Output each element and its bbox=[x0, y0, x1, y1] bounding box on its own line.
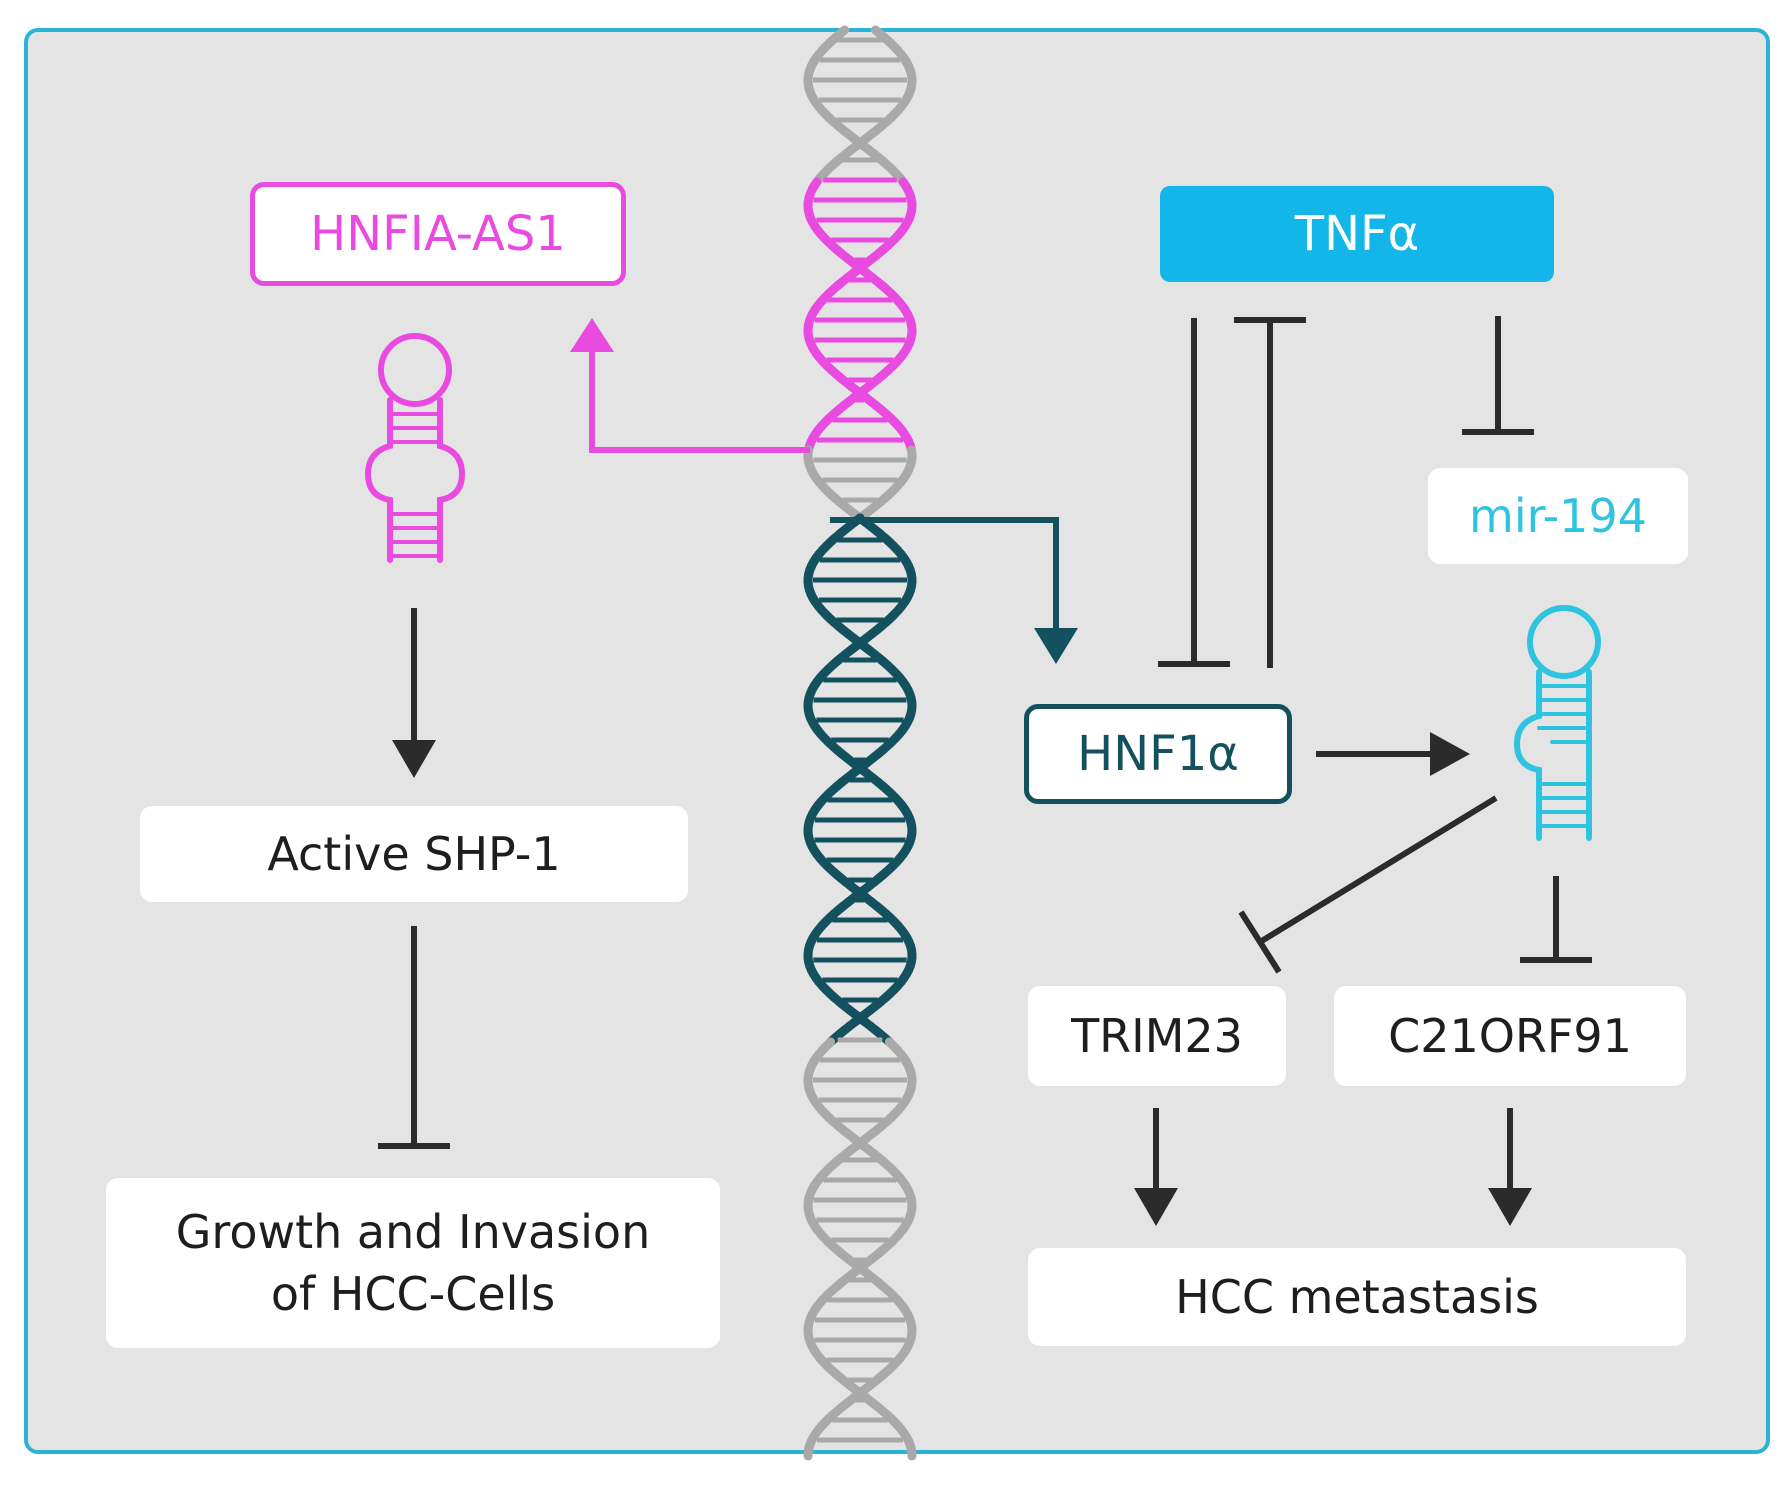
node-active-shp1: Active SHP-1 bbox=[140, 806, 688, 902]
node-tnfa: TNFα bbox=[1160, 186, 1554, 282]
arrow-hnf1a-to-mirna bbox=[1316, 732, 1470, 776]
node-trim23: TRIM23 bbox=[1028, 986, 1286, 1086]
mirna-hairpin-icon bbox=[1513, 605, 1601, 841]
arrow-dna-to-hnfia-as1 bbox=[570, 318, 810, 453]
node-mir-194: mir-194 bbox=[1428, 468, 1688, 564]
arrow-dna-to-hnf1a bbox=[830, 517, 1078, 664]
arrow-trim23-to-hcc-metastasis bbox=[1134, 1108, 1178, 1226]
node-hnf1a: HNF1α bbox=[1024, 704, 1292, 804]
inhibit-tnfa-to-mir194 bbox=[1462, 316, 1534, 435]
inhibit-tnfa-to-hnf1a bbox=[1158, 318, 1230, 667]
dna-helix bbox=[803, 25, 917, 1461]
lncrna-hairpin-icon bbox=[364, 333, 466, 563]
inhibit-active-shp1-to-growth bbox=[378, 926, 450, 1149]
node-hcc-metastasis: HCC metastasis bbox=[1028, 1248, 1686, 1346]
inhibit-mirna-to-trim23 bbox=[1238, 795, 1498, 974]
node-growth-invasion: Growth and Invasion of HCC-Cells bbox=[106, 1178, 720, 1348]
node-hnfia-as1: HNFIA-AS1 bbox=[250, 182, 626, 286]
arrow-c21orf91-to-hcc-metastasis bbox=[1488, 1108, 1532, 1226]
arrow-hnfia-as1-to-active-shp1 bbox=[392, 608, 436, 778]
node-c21orf91: C21ORF91 bbox=[1334, 986, 1686, 1086]
inhibit-mirna-to-c21orf91 bbox=[1520, 876, 1592, 963]
inhibit-hnf1a-to-tnfa bbox=[1234, 317, 1306, 668]
